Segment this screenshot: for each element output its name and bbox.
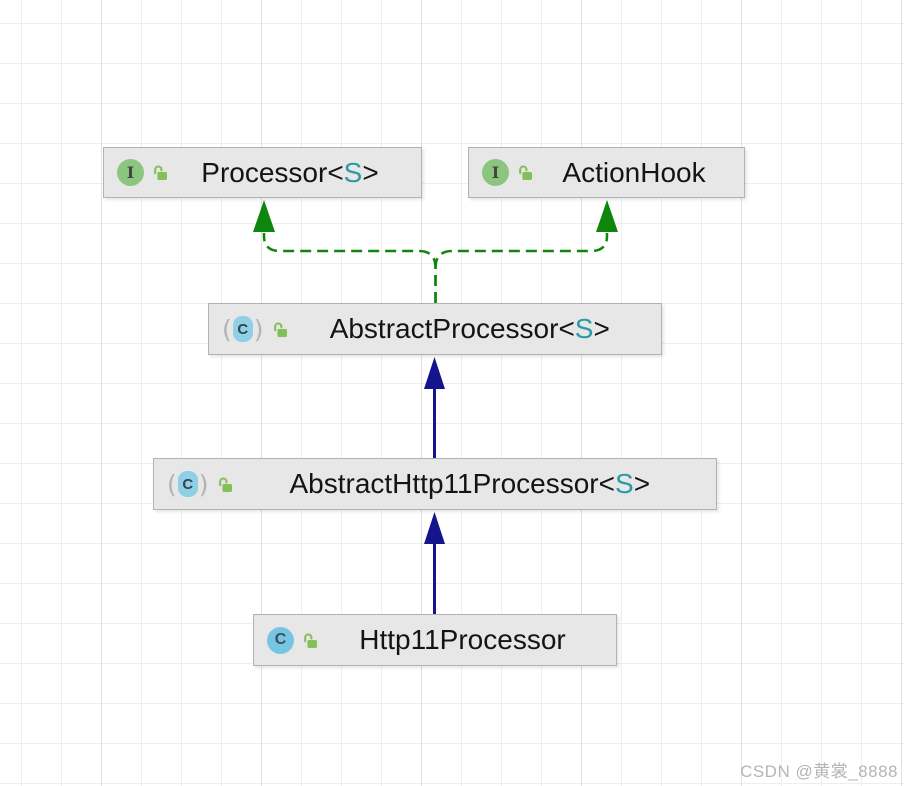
abstract-class-icon: ( C ) bbox=[222, 316, 264, 343]
unlocked-icon bbox=[302, 632, 319, 649]
node-icon-cluster: I bbox=[469, 159, 534, 186]
paren-close: ) bbox=[198, 469, 209, 499]
unlocked-icon bbox=[272, 321, 289, 338]
class-node-abstractprocessor[interactable]: ( C ) AbstractProcessor<S> bbox=[208, 303, 662, 355]
unlocked-icon bbox=[217, 476, 234, 493]
class-node-actionhook[interactable]: I ActionHook bbox=[468, 147, 745, 198]
paren-close: ) bbox=[253, 314, 264, 344]
node-icon-cluster: C bbox=[254, 626, 319, 654]
node-label: AbstractHttp11Processor<S> bbox=[289, 468, 651, 499]
edge-extends-abstractprocessor[interactable] bbox=[424, 357, 445, 458]
csdn-watermark: CSDN @黄裳_8888 bbox=[740, 762, 898, 781]
node-label: ActionHook bbox=[562, 156, 706, 188]
paren-open: ( bbox=[222, 314, 232, 344]
node-label: AbstractProcessor<S> bbox=[329, 313, 610, 344]
edge-implements-processor[interactable] bbox=[253, 200, 437, 303]
interface-icon-letter: I bbox=[126, 163, 135, 182]
node-label: Http11Processor bbox=[359, 624, 566, 655]
class-node-abstracthttp11processor[interactable]: ( C ) AbstractHttp11Processor<S> bbox=[153, 458, 717, 510]
edge-extends-abstracthttp11[interactable] bbox=[424, 512, 445, 614]
node-label: Processor<S> bbox=[201, 156, 379, 188]
interface-icon-letter: I bbox=[491, 163, 500, 182]
class-icon-letter: C bbox=[182, 475, 194, 493]
class-icon-letter: C bbox=[237, 320, 249, 338]
class-node-http11processor[interactable]: C Http11Processor bbox=[253, 614, 617, 666]
abstract-class-icon: ( C ) bbox=[167, 471, 209, 498]
interface-icon: I bbox=[482, 159, 509, 186]
paren-open: ( bbox=[167, 469, 177, 499]
class-icon-letter: C bbox=[274, 631, 287, 648]
class-node-processor[interactable]: I Processor<S> bbox=[103, 147, 422, 198]
unlocked-icon bbox=[152, 164, 169, 181]
class-icon: C bbox=[267, 626, 294, 654]
node-icon-cluster: ( C ) bbox=[154, 471, 234, 498]
unlocked-icon bbox=[517, 164, 534, 181]
node-icon-cluster: ( C ) bbox=[209, 316, 289, 343]
interface-icon: I bbox=[117, 159, 144, 186]
edge-implements-actionhook[interactable] bbox=[434, 200, 619, 303]
node-icon-cluster: I bbox=[104, 159, 169, 186]
